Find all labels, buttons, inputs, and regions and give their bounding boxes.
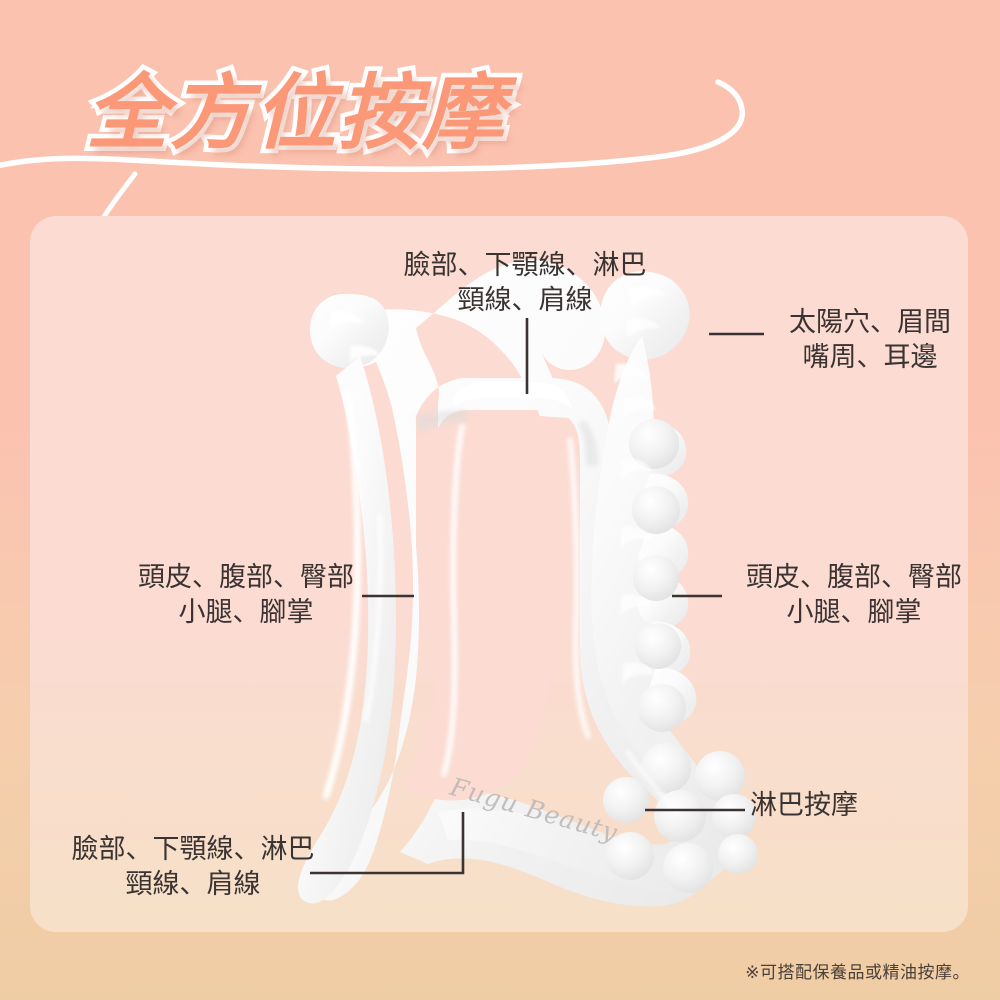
footer-note: ※可搭配保養品或精油按摩。	[745, 963, 970, 982]
callout-label-top-right: 太陽穴、眉間 嘴周、耳邊	[789, 307, 951, 372]
callout-label-right: 頭皮、腹部、臀部 小腿、腳掌	[746, 562, 962, 627]
callout-label-top: 臉部、下顎線、淋巴 頸線、肩線	[403, 250, 647, 315]
page-title: 全方位按摩	[82, 62, 509, 166]
callout-label-bottom-left: 臉部、下顎線、淋巴 頸線、肩線	[71, 834, 315, 899]
title-band: 全方位按摩	[0, 0, 1000, 216]
callout-label-bottom-right: 淋巴按摩	[750, 790, 858, 820]
callout-label-left: 頭皮、腹部、臀部 小腿、腳掌	[138, 562, 354, 627]
